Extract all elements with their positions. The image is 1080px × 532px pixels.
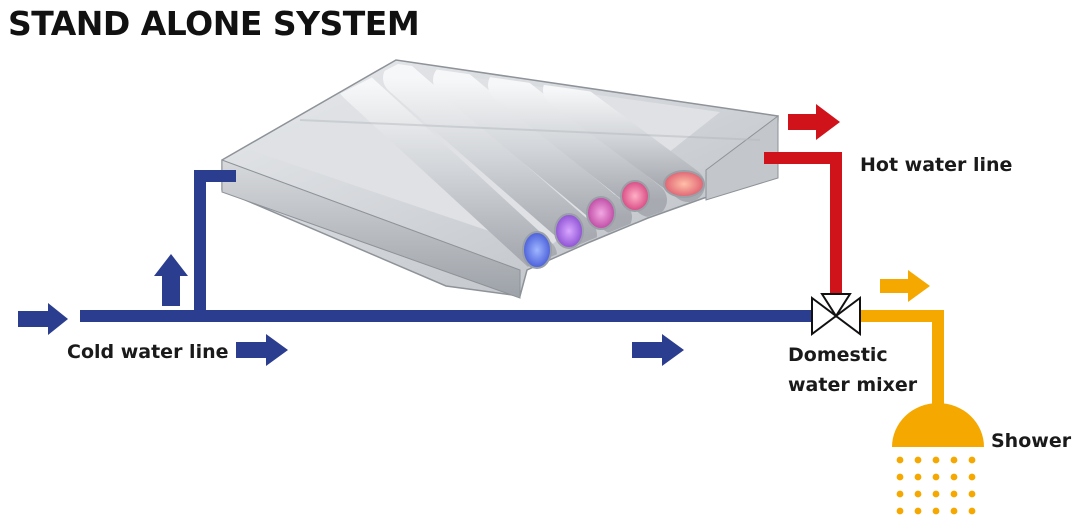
mixer-label-line-2: water mixer [788, 374, 918, 396]
mixer-label-line-1: Domestic [788, 344, 888, 366]
hot-water-pipe [764, 152, 842, 294]
cold-water-pipes [80, 170, 812, 322]
solar-collector-panel [221, 59, 779, 299]
tube-end-cold [522, 231, 552, 269]
shower-label: Shower [991, 430, 1072, 452]
right-arrow-icon [18, 303, 68, 335]
collector-tube [338, 68, 557, 272]
mixed-water-pipe [858, 310, 944, 410]
diagram-title: STAND ALONE SYSTEM [8, 4, 420, 43]
right-arrow-icon [236, 334, 288, 366]
tube-end-warm [620, 180, 650, 212]
collector-tube [543, 73, 705, 202]
right-arrow-icon [788, 104, 840, 140]
cold-flow-arrow [632, 334, 684, 366]
cold-water-riser-pipe [194, 170, 236, 316]
collector-tube [488, 68, 667, 217]
panel-right-face [705, 115, 779, 201]
tube-end-hot [663, 170, 705, 198]
hot-water-line-label: Hot water line [860, 154, 1013, 176]
collector-tubes [250, 64, 761, 272]
collector-tube [299, 119, 761, 141]
cold-water-line-label: Cold water line [67, 341, 229, 363]
up-arrow-icon [154, 254, 188, 306]
shower-head-icon [892, 403, 984, 447]
collector-tube [433, 64, 632, 234]
riser-flow-arrow [154, 254, 188, 306]
water-drops-icon [896, 456, 976, 515]
cold-flow-arrow [236, 334, 288, 366]
right-arrow-icon [880, 270, 930, 302]
cold-inflow-arrow [18, 303, 68, 335]
domestic-water-mixer-label: Domestic water mixer [788, 340, 917, 400]
mixed-flow-arrow [880, 270, 930, 302]
tube-end-warm [586, 196, 616, 230]
valve-icon [811, 293, 861, 336]
collector-tube [383, 64, 597, 252]
tube-end-warm [554, 213, 584, 249]
right-arrow-icon [632, 334, 684, 366]
hot-flow-arrow [788, 104, 840, 140]
